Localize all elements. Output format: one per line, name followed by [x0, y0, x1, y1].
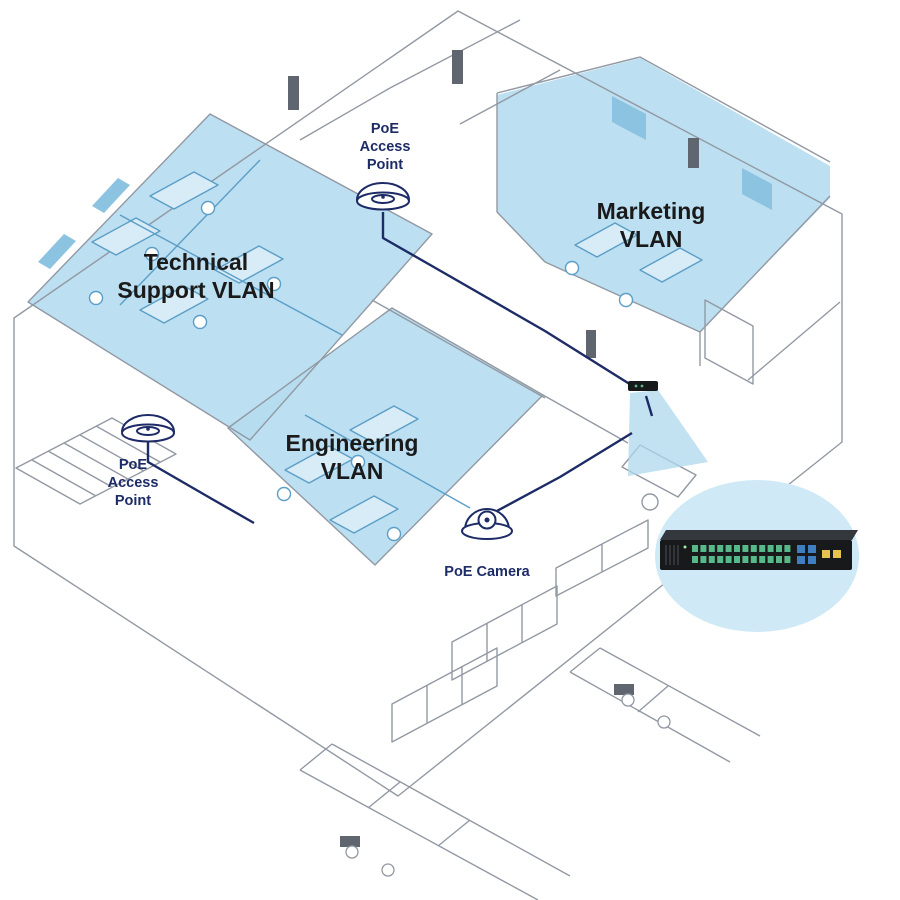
switch-coverage-beam: [628, 390, 708, 476]
office-chair: [641, 493, 659, 511]
misc-gray-chairs: [345, 693, 671, 877]
poe-devices: [121, 182, 658, 540]
poe-camera-label: PoE Camera: [444, 564, 530, 580]
shelving-units: [391, 585, 558, 743]
poe-ap-top-label-2: Access: [360, 139, 411, 155]
marketing-vlan-label-2: VLAN: [620, 226, 683, 252]
technical-support-vlan-label: Technical: [144, 249, 248, 275]
network-cables: [146, 212, 654, 525]
wall-switch-icon: [628, 381, 658, 391]
rack-switch-icon: [660, 530, 858, 570]
marketing-vlan-zone: [497, 58, 830, 332]
poe-ap-left-label-2: Access: [108, 475, 159, 491]
labels: Technical Support VLAN Marketing VLAN En…: [108, 121, 706, 580]
cubicle-furniture: [88, 159, 703, 542]
lower-wing-walls: [299, 647, 761, 900]
poe-ap-left-label-3: Point: [115, 493, 151, 509]
poe-ap-top-label: PoE: [371, 121, 400, 137]
outer-walls: [13, 10, 843, 797]
doors-and-pillars: [288, 50, 699, 847]
marketing-room-walls: [496, 56, 831, 366]
poe-access-point-top-icon: [356, 182, 410, 211]
chairs: [88, 200, 634, 542]
engineering-vlan-label: Engineering: [286, 430, 419, 456]
poe-ap-left-label: PoE: [119, 457, 148, 473]
marketing-vlan-label: Marketing: [597, 198, 706, 224]
cubicle-partitions: [119, 159, 471, 509]
poe-camera-icon: [461, 508, 513, 540]
switch-callout: [655, 480, 859, 632]
technical-support-vlan-label-2: Support VLAN: [117, 277, 274, 303]
cabinet-row: [555, 519, 649, 597]
right-room-walls: [542, 299, 841, 444]
stairs: [15, 417, 177, 505]
window-panes: [38, 96, 772, 269]
engineering-vlan-label-2: VLAN: [321, 458, 384, 484]
technical-support-room-walls: [27, 113, 433, 441]
building-walls: [13, 10, 843, 900]
poe-access-point-left-icon: [121, 414, 175, 443]
poe-ap-top-label-3: Point: [367, 157, 403, 173]
switch-ports: [692, 545, 841, 564]
